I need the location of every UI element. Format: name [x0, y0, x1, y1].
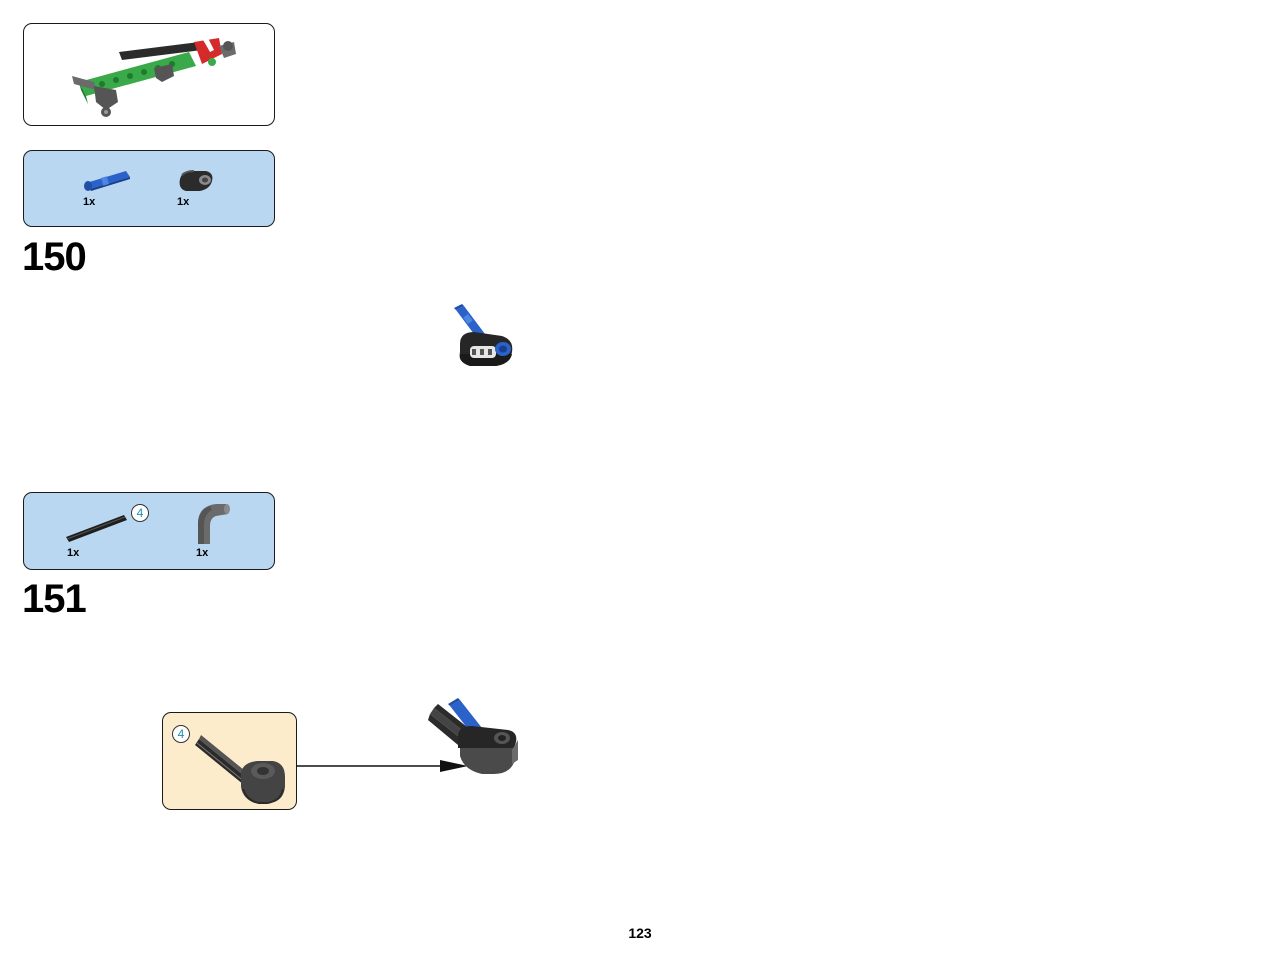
axle-in-curved-connector-icon: [195, 735, 285, 804]
axle-length-badge: 4: [131, 504, 149, 522]
step-151-assembly-icon: [428, 698, 518, 774]
model-preview-panel: [23, 23, 275, 126]
model-assembly-icon: [72, 34, 236, 117]
page-number: 123: [628, 925, 652, 941]
step-150-assembly-icon: [454, 304, 513, 366]
part-quantity: 1x: [177, 196, 190, 208]
black-axle-icon: [66, 515, 127, 542]
placement-arrow-icon: [296, 760, 468, 772]
axle-length-badge: 4: [172, 725, 190, 743]
subassembly-callout: 4: [162, 712, 297, 810]
black-beam-connector-icon: [179, 170, 213, 191]
step-number: 150: [22, 235, 87, 279]
parts-list-step-151: 4 1x 1x: [23, 492, 275, 570]
blue-axle-pin-icon: [84, 171, 130, 191]
gray-curved-connector-icon: [198, 504, 230, 544]
part-quantity: 1x: [196, 547, 209, 559]
part-quantity: 1x: [83, 196, 96, 208]
part-quantity: 1x: [67, 547, 80, 559]
parts-list-step-150: 1x 1x: [23, 150, 275, 227]
step-number: 151: [22, 577, 87, 621]
